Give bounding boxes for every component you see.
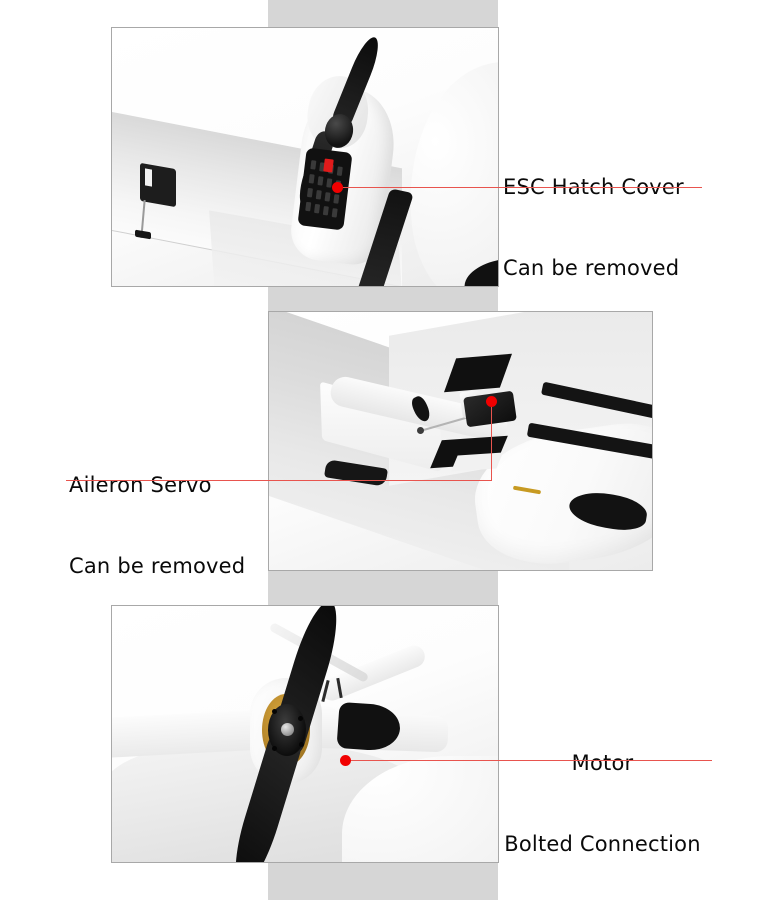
annotation-esc-hatch-leader-line [337, 187, 702, 188]
motor-center-bolt [281, 723, 294, 736]
annotation-aileron-servo-marker-dot [486, 396, 497, 407]
panel-aileron-servo [268, 311, 653, 571]
photo-aileron-servo [269, 312, 652, 570]
servo-arm [145, 168, 152, 187]
esc-red-indicator [323, 158, 334, 173]
annotation-esc-hatch-label: ESC Hatch Cover Can be removed [503, 120, 684, 336]
annotation-aileron-servo-line-1: Aileron Servo [69, 473, 212, 497]
annotation-motor-line-1: Motor [571, 751, 634, 775]
photo-esc-hatch [112, 28, 498, 286]
annotation-esc-hatch-line-2: Can be removed [503, 256, 680, 280]
annotation-motor-line-2: Bolted Connection [504, 832, 701, 856]
mount-screw-bottom-left [272, 746, 277, 751]
annotation-aileron-servo-line-2: Can be removed [69, 554, 246, 578]
annotation-esc-hatch-marker-dot [332, 182, 343, 193]
annotation-aileron-servo-leader-horizontal [66, 480, 492, 481]
pushrod-end [417, 427, 424, 434]
annotation-motor-label: Motor Bolted Connection [500, 696, 705, 900]
annotation-aileron-servo-label: Aileron Servo Can be removed [69, 418, 245, 634]
mount-screw-top-right [298, 716, 303, 721]
panel-motor [111, 605, 499, 863]
annotation-motor-marker-dot [340, 755, 351, 766]
photo-motor [112, 606, 498, 862]
mount-screw-bottom-right [299, 742, 304, 747]
panel-esc-hatch [111, 27, 499, 287]
mount-screw-top-left [272, 709, 277, 714]
annotation-aileron-servo-leader-vertical [491, 402, 492, 481]
annotation-motor-leader-line [345, 760, 712, 761]
